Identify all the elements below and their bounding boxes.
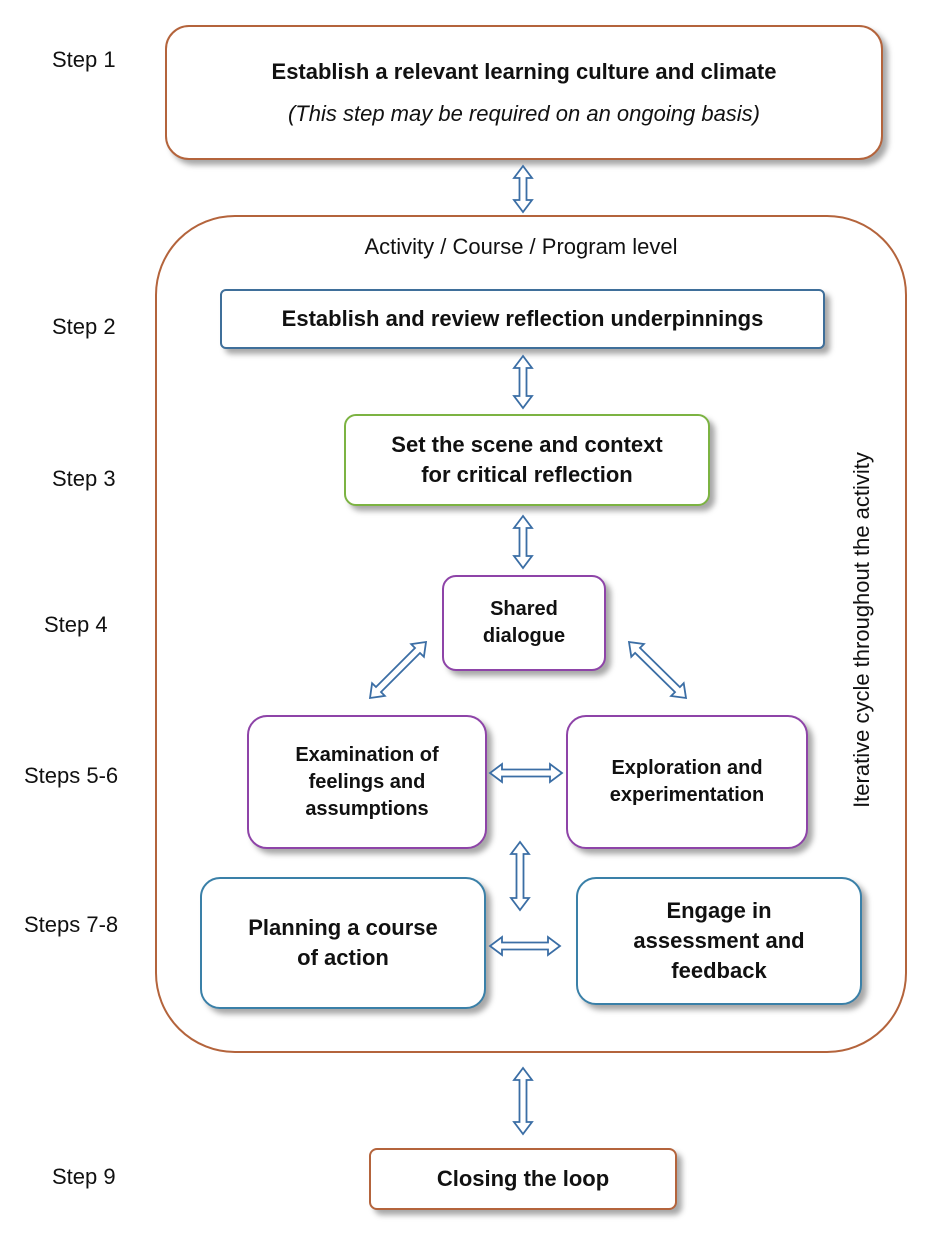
reflection-underpinnings-box: Establish and review reflection underpin… <box>220 289 825 349</box>
activity-level-title: Activity / Course / Program level <box>364 234 678 259</box>
step-1-label: Step 1 <box>52 47 116 72</box>
closing-loop-text: Closing the loop <box>436 1166 610 1192</box>
learning-culture-box: Establish a relevant learning culture an… <box>165 25 883 160</box>
exploration-box: Exploration and experimentation <box>566 715 808 849</box>
examination-line-1: Examination of <box>295 743 439 766</box>
step-2-label: Step 2 <box>52 314 116 339</box>
examination-box: Examination of feelings and assumptions <box>247 715 487 849</box>
iterative-cycle-caption-text: Iterative cycle throughout the activity <box>849 452 874 808</box>
scene-context-box: Set the scene and context for critical r… <box>344 414 710 506</box>
activity-level-frame <box>155 215 907 1053</box>
examination-line-2: feelings and <box>308 770 426 793</box>
assessment-line-2: assessment and <box>633 928 805 954</box>
steps-7-8-label: Steps 7-8 <box>24 912 119 937</box>
step-3-label: Step 3 <box>52 466 116 491</box>
exploration-line-2: experimentation <box>609 784 765 806</box>
assessment-line-3: feedback <box>671 957 767 983</box>
closing-loop-box: Closing the loop <box>369 1148 677 1210</box>
learning-culture-note: (This step may be required on an ongoing… <box>287 100 761 126</box>
learning-culture-title: Establish a relevant learning culture an… <box>271 58 777 84</box>
planning-box: Planning a course of action <box>200 877 486 1009</box>
step-9-label: Step 9 <box>52 1164 116 1189</box>
arrow-step1-to-frame <box>512 164 534 214</box>
planning-line-2: of action <box>297 945 389 970</box>
exploration-line-1: Exploration and <box>611 757 763 779</box>
steps-5-6-label: Steps 5-6 <box>24 763 119 788</box>
shared-dialogue-line-1: Shared <box>490 598 558 620</box>
planning-line-1: Planning a course <box>248 915 438 941</box>
shared-dialogue-line-2: dialogue <box>482 625 566 647</box>
reflection-underpinnings-text: Establish and review reflection underpin… <box>281 306 764 332</box>
examination-line-3: assumptions <box>305 797 429 820</box>
assessment-box: Engage in assessment and feedback <box>576 877 862 1005</box>
arrow-frame-to-step9 <box>512 1066 534 1136</box>
assessment-line-1: Engage in <box>666 898 772 924</box>
step-4-label: Step 4 <box>44 612 108 637</box>
scene-context-line-1: Set the scene and context <box>391 432 663 458</box>
shared-dialogue-box: Shared dialogue <box>442 575 606 671</box>
scene-context-line-2: for critical reflection <box>421 462 633 487</box>
